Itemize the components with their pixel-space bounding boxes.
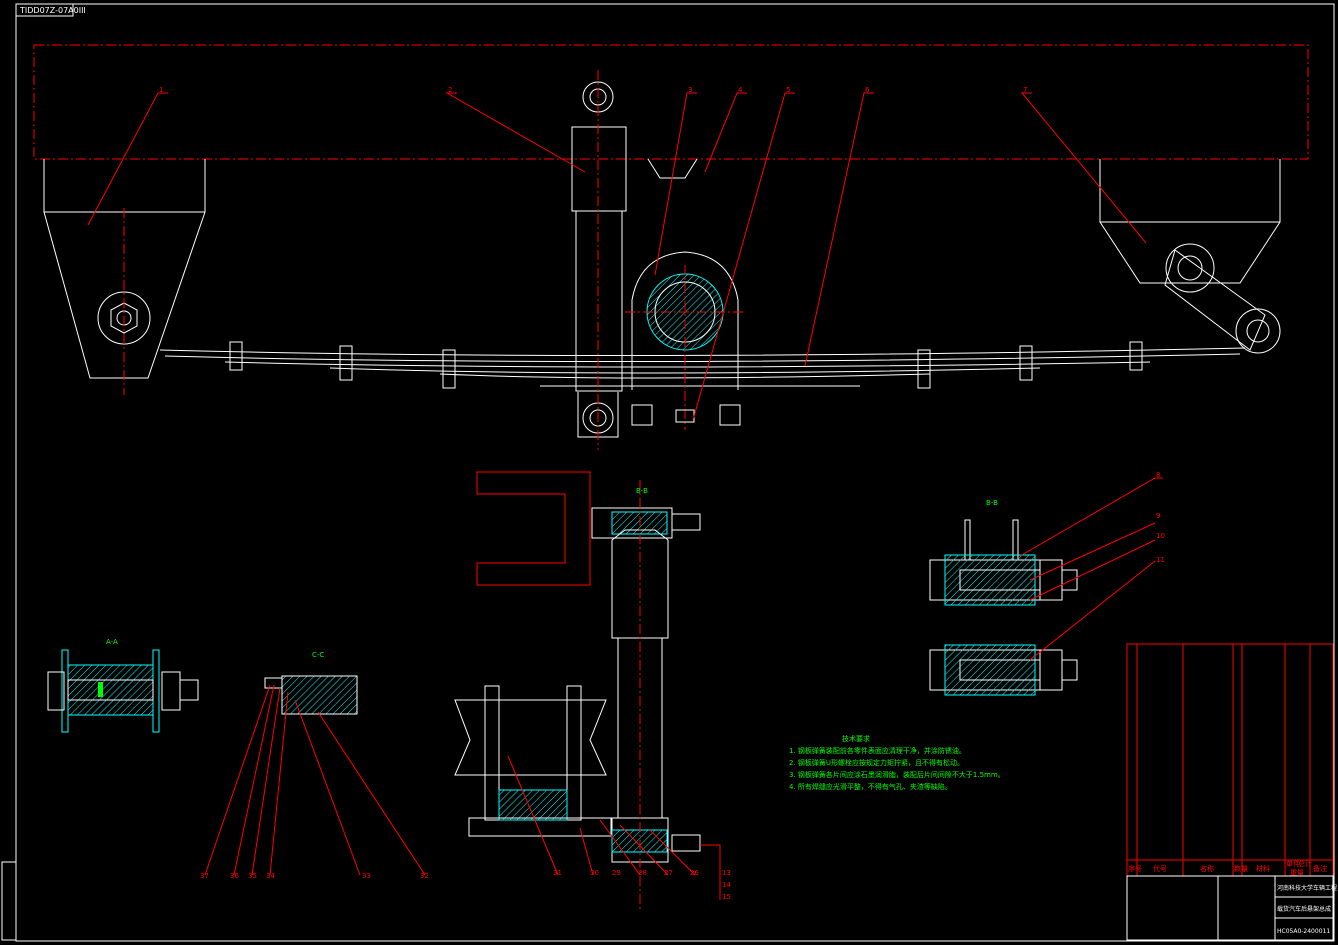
part-label: 37 — [200, 872, 209, 880]
part-label: 28 — [638, 869, 647, 877]
pin-section-a — [47, 649, 199, 733]
part-label: 2 — [448, 86, 452, 94]
shock-absorber — [571, 70, 627, 450]
part-label: 10 — [1156, 532, 1165, 540]
part-label: 26 — [690, 869, 699, 877]
part-label: 4 — [738, 86, 743, 94]
school-name: 河南科技大学车辆工程 — [1277, 884, 1337, 892]
section-label: A-A — [106, 638, 118, 646]
section-label: C-C — [312, 651, 324, 659]
part-label: 34 — [266, 872, 275, 880]
header-code: 代号 — [1153, 864, 1167, 873]
front-spring-eye — [97, 208, 151, 395]
axle-clamp — [625, 251, 745, 430]
leaf-spring — [159, 341, 1246, 389]
header-total: 总计 — [1298, 859, 1312, 868]
tech-item: 1. 钢板弹簧装配前各零件表面应清理干净，并涂防锈油。 — [789, 746, 966, 755]
part-label: 31 — [553, 869, 562, 877]
frame-rail — [33, 44, 1309, 379]
header-unit: 单件 — [1286, 859, 1300, 868]
header-name: 名称 — [1200, 864, 1214, 873]
part-label: 29 — [612, 869, 621, 877]
tech-title: 技术要求 — [842, 734, 870, 743]
part-label: 9 — [1156, 512, 1160, 520]
part-label: 32 — [420, 872, 429, 880]
header-no: 序号 — [1128, 864, 1142, 873]
parts-list — [1126, 643, 1334, 877]
leader-lines-top — [87, 92, 1147, 421]
corner-code-box — [15, 3, 74, 17]
side-strip — [1, 861, 17, 941]
tech-item: 2. 钢板弹簧U形螺栓应按规定力矩拧紧，且不得有松动。 — [789, 758, 964, 767]
title-block — [1126, 875, 1334, 941]
part-label: 35 — [248, 872, 257, 880]
part-label: 5 — [786, 86, 790, 94]
drawing-number: HC05A0-2400011 — [1277, 928, 1330, 935]
part-label: 36 — [230, 872, 239, 880]
drawing-title: 载货汽车后悬架总成 — [1277, 905, 1331, 913]
bracket-section — [454, 471, 701, 910]
bushing-section-c — [264, 675, 358, 715]
header-remark: 备注 — [1313, 864, 1327, 873]
part-label: 3 — [688, 86, 692, 94]
section-label: B-B — [636, 487, 648, 495]
part-label: 11 — [1156, 556, 1165, 564]
tech-item: 3. 钢板弹簧各片间应涂石墨润滑脂，装配后片间间隙不大于1.5mm。 — [789, 770, 1005, 779]
right-section — [929, 477, 1163, 696]
rear-shackle — [1164, 243, 1281, 354]
part-label: 30 — [590, 869, 599, 877]
header-qty: 数量 — [1234, 864, 1248, 873]
header-material: 材料 — [1256, 864, 1270, 873]
part-label: 33 — [362, 872, 371, 880]
corner-code: TIDD07Z-07A0III — [19, 6, 86, 15]
part-label: 13 — [722, 869, 731, 877]
part-label: 8 — [1156, 471, 1160, 479]
part-label: 14 — [722, 881, 731, 889]
part-label: 7 — [1023, 86, 1027, 94]
part-label: 15 — [722, 893, 731, 901]
drawing-frame — [15, 3, 1335, 942]
part-label: 27 — [664, 869, 673, 877]
part-label: 1 — [159, 86, 163, 94]
leader-lines-bottom — [204, 684, 721, 900]
tech-item: 4. 所有焊缝应光滑平整，不得有气孔、夹渣等缺陷。 — [789, 782, 952, 791]
part-label: 6 — [865, 86, 870, 94]
section-label: B-B — [986, 499, 998, 507]
header-weight: 重量 — [1290, 869, 1304, 877]
